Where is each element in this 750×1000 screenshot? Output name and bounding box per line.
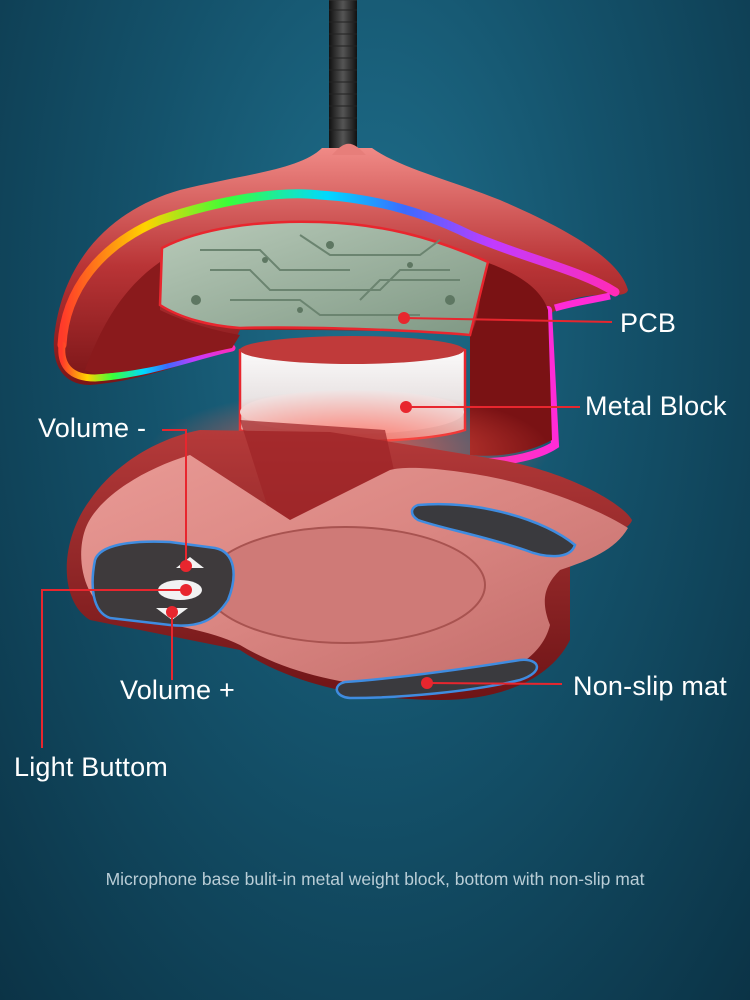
leader-lines xyxy=(41,317,613,748)
label-volume-plus: Volume + xyxy=(120,675,235,705)
label-metal-block: Metal Block xyxy=(585,391,727,421)
label-pcb: PCB xyxy=(620,308,677,338)
gooseneck-icon xyxy=(329,0,357,150)
non-slip-mat-top xyxy=(410,503,577,558)
label-non-slip-mat: Non-slip mat xyxy=(573,671,727,701)
non-slip-mat-bottom xyxy=(335,658,539,700)
base-body xyxy=(66,420,632,700)
label-light-button: Light Buttom xyxy=(14,752,168,782)
label-volume-minus: Volume - xyxy=(38,413,147,443)
leader-dots xyxy=(166,312,433,689)
caption: Microphone base bulit-in metal weight bl… xyxy=(105,869,645,889)
